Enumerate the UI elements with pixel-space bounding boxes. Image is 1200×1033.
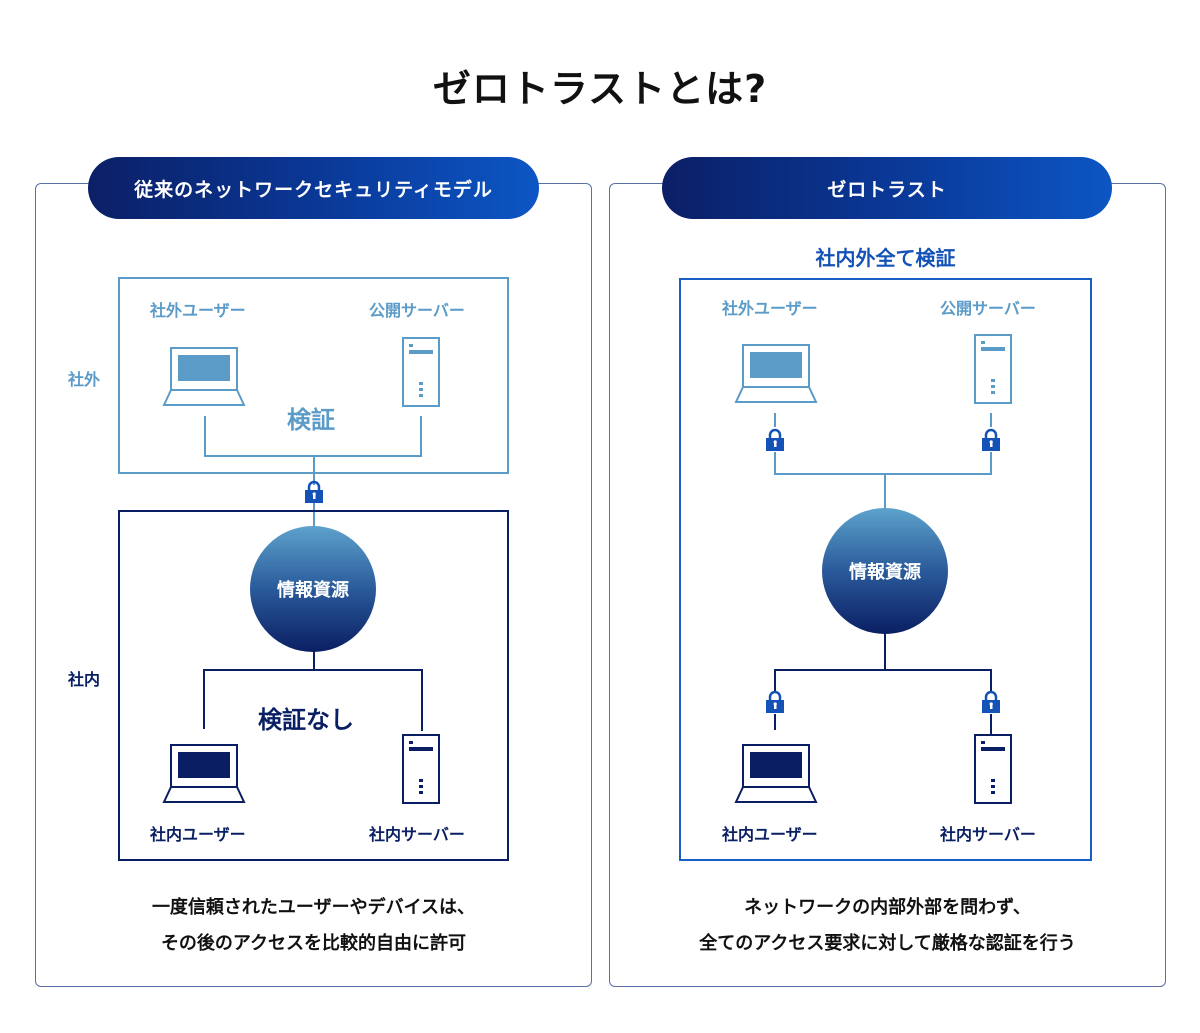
public-server-label: 公開サーバー <box>369 301 465 320</box>
connector-line <box>774 669 992 671</box>
lock-icon <box>980 690 1002 714</box>
laptop-icon <box>734 343 818 405</box>
caption-line: その後のアクセスを比較的自由に許可 <box>160 933 467 954</box>
traditional-model-header: 従来のネットワークセキュリティモデル <box>88 157 539 219</box>
zone-outside-label: 社外 <box>68 370 101 389</box>
connector-line <box>313 503 315 513</box>
lock-icon <box>764 428 786 452</box>
connector-line <box>204 416 206 456</box>
lock-icon <box>764 690 786 714</box>
server-icon <box>973 333 1013 405</box>
connector-line <box>990 714 992 734</box>
no-verify-label: 検証なし <box>258 706 354 734</box>
connector-line <box>990 413 992 427</box>
connector-line <box>313 650 315 670</box>
internal-server-label: 社内サーバー <box>940 825 1036 844</box>
page-title: ゼロトラストとは? <box>432 67 768 111</box>
information-resource-node: 情報資源 <box>250 526 376 652</box>
connector-line <box>990 669 992 691</box>
connector-line <box>990 452 992 474</box>
caption-line: ネットワークの内部外部を問わず、 <box>744 897 1031 918</box>
laptop-icon <box>734 743 818 805</box>
internal-user-label: 社内ユーザー <box>722 825 818 844</box>
zero-trust-caption: ネットワークの内部外部を問わず、 全てのアクセス要求に対して厳格な認証を行う <box>609 890 1166 962</box>
connector-line <box>774 669 776 691</box>
connector-line <box>774 714 776 730</box>
traditional-model-caption: 一度信頼されたユーザーやデバイスは、 その後のアクセスを比較的自由に許可 <box>35 890 592 962</box>
server-icon <box>401 733 441 805</box>
zero-trust-box <box>679 278 1092 861</box>
connector-line <box>774 413 776 427</box>
connector-line <box>203 669 205 729</box>
laptop-icon <box>162 346 246 408</box>
connector-line <box>313 512 315 528</box>
zero-trust-subheading: 社内外全て検証 <box>815 246 956 270</box>
internal-server-label: 社内サーバー <box>369 825 465 844</box>
lock-icon <box>980 428 1002 452</box>
verify-label: 検証 <box>287 406 335 434</box>
public-server-label: 公開サーバー <box>940 299 1036 318</box>
laptop-icon <box>162 743 246 805</box>
external-user-label: 社外ユーザー <box>150 301 246 320</box>
caption-line: 全てのアクセス要求に対して厳格な認証を行う <box>699 933 1076 954</box>
connector-line <box>774 452 776 474</box>
information-resource-node: 情報資源 <box>822 508 948 634</box>
connector-line <box>884 632 886 670</box>
external-user-label: 社外ユーザー <box>722 299 818 318</box>
connector-line <box>884 473 886 509</box>
connector-line <box>774 473 992 475</box>
connector-line <box>313 455 315 485</box>
server-icon <box>973 733 1013 805</box>
connector-line <box>421 669 423 731</box>
inside-network-box <box>118 510 509 861</box>
zone-inside-label: 社内 <box>68 670 101 689</box>
connector-line <box>203 669 423 671</box>
connector-line <box>420 416 422 456</box>
server-icon <box>401 336 441 408</box>
internal-user-label: 社内ユーザー <box>150 825 246 844</box>
caption-line: 一度信頼されたユーザーやデバイスは、 <box>151 897 476 918</box>
zero-trust-header: ゼロトラスト <box>662 157 1112 219</box>
lock-icon <box>303 480 325 504</box>
